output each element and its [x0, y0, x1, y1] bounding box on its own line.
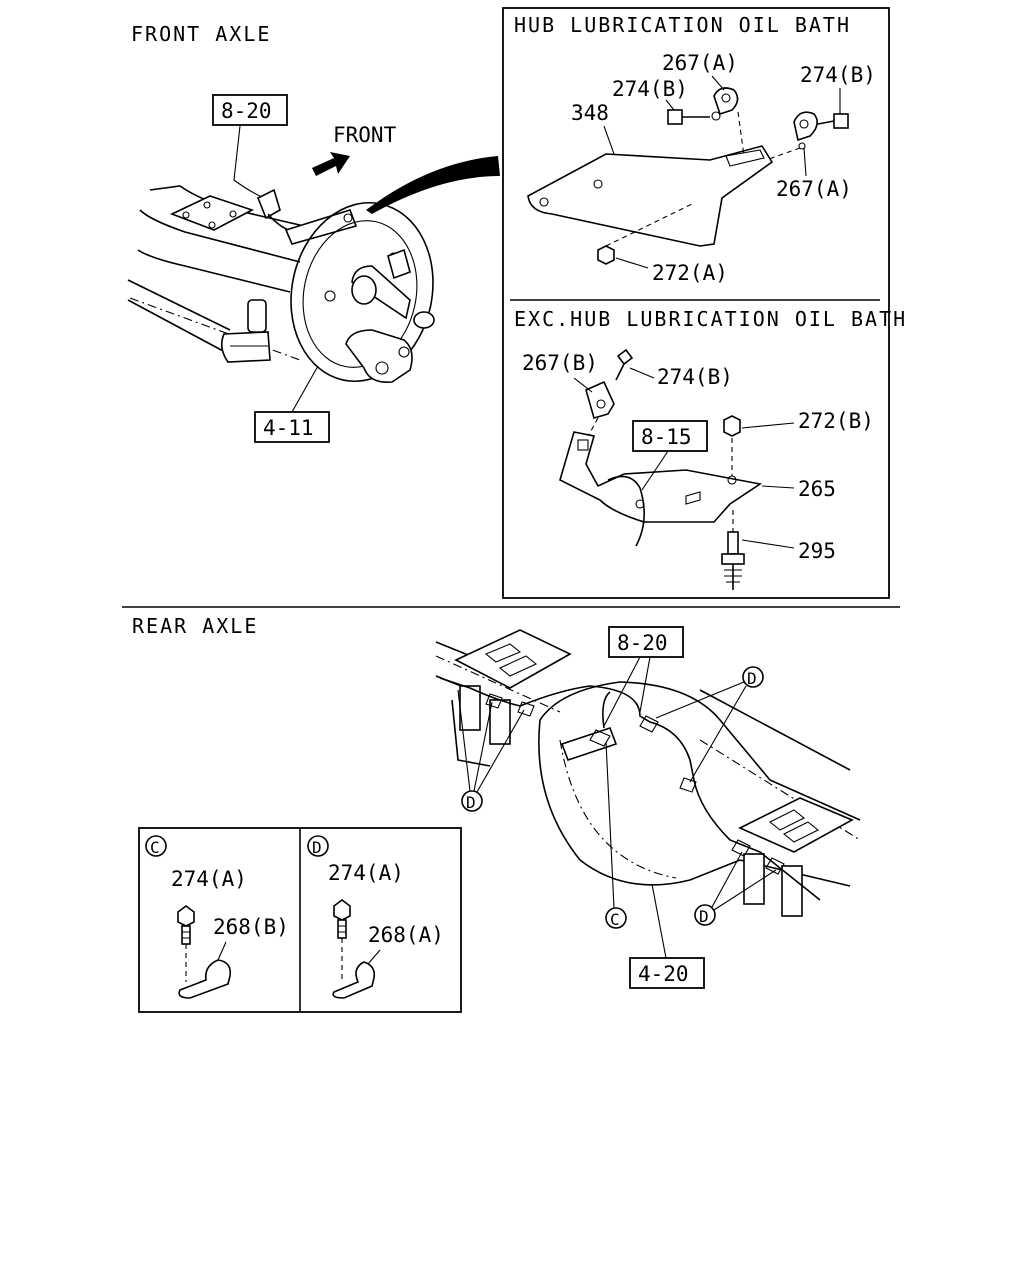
- leader-267a-right: [803, 147, 807, 177]
- leader-348: [603, 125, 615, 155]
- label-295: 295: [798, 539, 836, 563]
- ref-4-20-label: 4-20: [638, 962, 689, 986]
- ref-box-8-20-rear: 8-20: [608, 626, 684, 658]
- label-274b-left: 274(B): [612, 77, 688, 101]
- detail-d-bolt-label: 274(A): [328, 861, 404, 885]
- exc-hub-lube-heading: EXC.HUB LUBRICATION OIL BATH: [514, 307, 907, 331]
- ref-8-20-front-label: 8-20: [221, 99, 272, 123]
- marker-d-top: D: [742, 666, 764, 688]
- front-axle-beam: [127, 185, 331, 363]
- ref-box-4-11: 4-11: [254, 411, 330, 443]
- leader-d-top-1: [655, 681, 745, 719]
- label-272b: 272(B): [798, 409, 874, 433]
- hub-lube-heading: HUB LUBRICATION OIL BATH: [514, 13, 851, 37]
- bolt-274b-left: [667, 109, 721, 125]
- front-hose-clips: [256, 188, 358, 245]
- leader-295: [741, 539, 795, 549]
- ref-box-4-20: 4-20: [629, 957, 705, 989]
- leader-274b-left: [665, 99, 675, 111]
- nut-272a: [597, 245, 615, 265]
- label-274b-right: 274(B): [800, 63, 876, 87]
- detail-d-marker: D: [312, 838, 322, 857]
- detail-pointer: [366, 156, 500, 214]
- leader-d-left-1: [457, 689, 471, 792]
- clip-267b: [585, 380, 615, 419]
- leader-4-11: [291, 365, 319, 413]
- label-267a-right: 267(A): [776, 177, 852, 201]
- leader-272a: [615, 257, 649, 269]
- marker-d-top-letter: D: [747, 669, 757, 688]
- label-272a: 272(A): [652, 261, 728, 285]
- ref-box-8-20-front: 8-20: [212, 94, 288, 126]
- leader-d-right-2: [713, 869, 777, 911]
- ref-4-11-label: 4-11: [263, 416, 314, 440]
- align-267a-right: [765, 147, 801, 161]
- label-267b: 267(B): [522, 351, 598, 375]
- front-arrow-label: FRONT: [333, 123, 397, 147]
- hose-exc: [607, 475, 645, 547]
- label-265: 265: [798, 477, 836, 501]
- stud-295: [721, 531, 745, 590]
- front-backing-plate: [290, 201, 435, 384]
- leader-8-15: [641, 450, 669, 491]
- ref-8-20-rear-label: 8-20: [617, 631, 668, 655]
- front-direction-arrow: FRONT: [312, 123, 397, 176]
- rear-axle-housing: [435, 629, 861, 917]
- clip-267a-right: [793, 111, 818, 150]
- ref-box-8-15: 8-15: [632, 420, 708, 452]
- leader-c-rear: [605, 741, 615, 909]
- clip-267a-top: [713, 87, 739, 116]
- bracket-348: [527, 145, 774, 247]
- align-272a: [605, 203, 693, 247]
- leader-274b-exc: [629, 367, 655, 379]
- leader-8-20-rear-1: [603, 656, 641, 727]
- leader-d-top-2: [689, 685, 747, 783]
- bolt-274b-right: [817, 113, 849, 129]
- front-axle-heading: FRONT AXLE: [131, 22, 271, 46]
- leader-272b: [741, 422, 795, 429]
- leader-265: [761, 485, 795, 489]
- detail-c-marker: C: [150, 838, 160, 857]
- detail-d: D 274(A) 268(A): [307, 835, 444, 999]
- ref-8-15-label: 8-15: [641, 425, 692, 449]
- leader-4-20: [651, 883, 667, 959]
- rear-brake-hose: [439, 677, 821, 901]
- marker-d-right-letter: D: [699, 907, 709, 926]
- leader-d-left-2: [473, 701, 493, 792]
- detail-c-clip-label: 268(B): [213, 915, 289, 939]
- label-274b-exc: 274(B): [657, 365, 733, 389]
- bolt-274b-exc: [615, 348, 634, 381]
- label-348: 348: [571, 101, 609, 125]
- marker-d-left-letter: D: [466, 793, 476, 812]
- marker-c-rear: C: [605, 907, 627, 929]
- marker-c-rear-letter: C: [610, 910, 620, 929]
- leader-d-right-1: [711, 851, 743, 908]
- label-267a-top: 267(A): [662, 51, 738, 75]
- leader-8-20-rear-2: [639, 656, 651, 713]
- leader-d-left-3: [476, 709, 525, 793]
- nut-272b: [723, 415, 741, 437]
- leader-267b: [573, 377, 593, 393]
- leader-267a-top: [711, 75, 725, 91]
- detail-c: C 274(A) 268(B): [145, 835, 289, 999]
- detail-d-clip-label: 268(A): [368, 923, 444, 947]
- leader-8-20-front: [233, 125, 269, 201]
- marker-d-left: D: [461, 790, 483, 812]
- hub-detail-panel: [502, 7, 890, 599]
- detail-c-bolt-label: 274(A): [171, 867, 247, 891]
- marker-d-right: D: [694, 904, 716, 926]
- align-267a-top: [737, 111, 745, 157]
- rear-axle-heading: REAR AXLE: [132, 614, 258, 638]
